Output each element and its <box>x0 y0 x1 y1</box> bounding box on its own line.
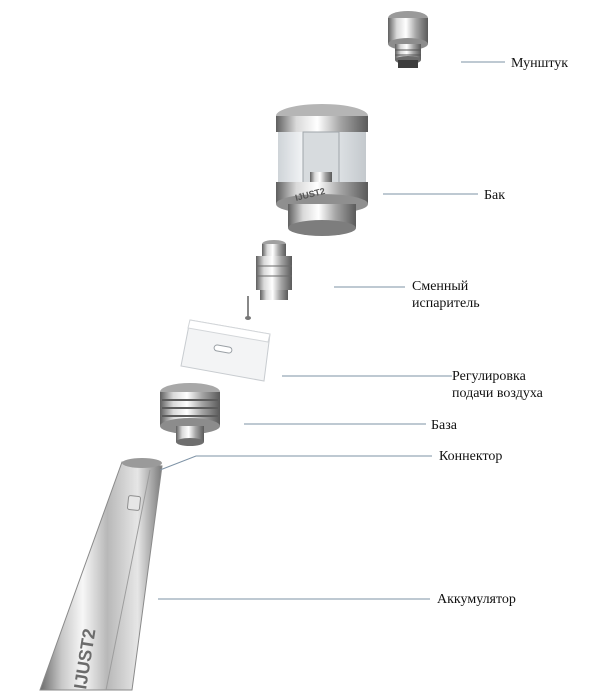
label-coil: Сменный испаритель <box>412 278 480 312</box>
label-coil-line2: испаритель <box>412 296 480 311</box>
label-battery: Аккумулятор <box>437 592 516 607</box>
tank-illustration: IJUST2 <box>276 104 368 236</box>
label-airflow-line1: Регулировка <box>452 369 526 384</box>
label-airflow: Регулировка подачи воздуха <box>452 368 543 402</box>
airflow-ring-illustration <box>180 319 271 382</box>
label-connector: Коннектор <box>439 449 503 464</box>
mouthpiece-illustration <box>388 11 428 68</box>
leader-line-connector <box>159 455 432 471</box>
label-base: База <box>431 418 457 433</box>
battery-illustration: IJUST2 <box>39 458 163 691</box>
base-illustration <box>160 383 220 446</box>
label-coil-line1: Сменный <box>412 279 469 294</box>
label-mouthpiece: Мунштук <box>511 56 569 71</box>
label-airflow-line2: подачи воздуха <box>452 386 543 401</box>
label-tank: Бак <box>484 188 506 203</box>
leader-lines <box>158 61 505 600</box>
coil-illustration <box>245 240 292 320</box>
